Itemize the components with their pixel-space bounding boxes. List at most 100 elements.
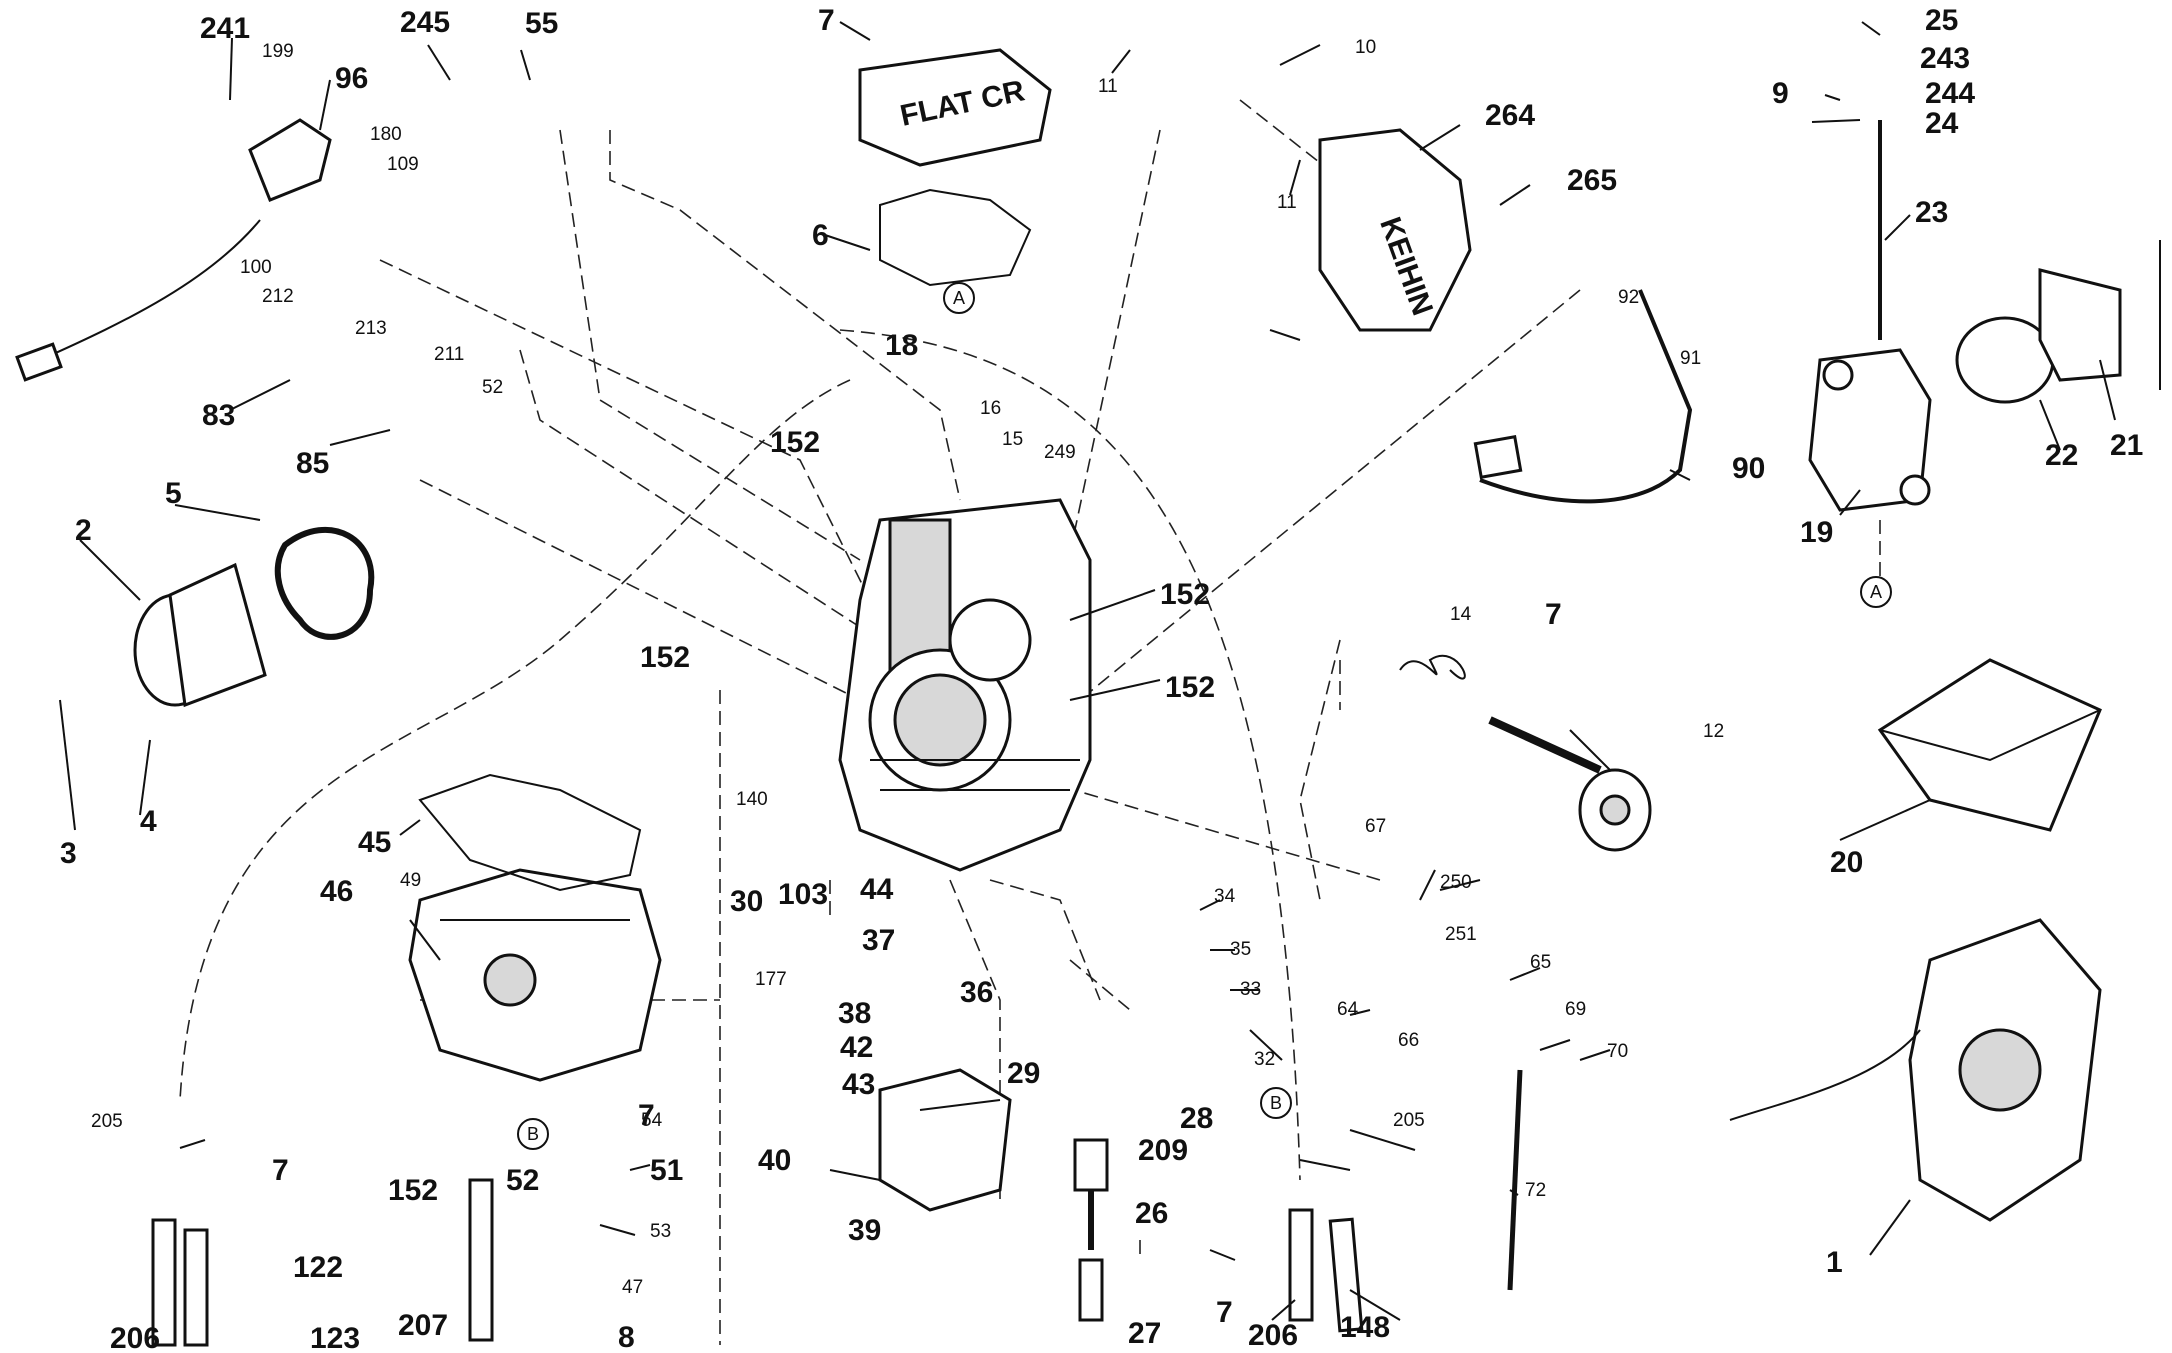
part-label-44: 44 — [860, 873, 894, 906]
part-label-66: 66 — [1398, 1030, 1419, 1051]
part-label-100: 100 — [240, 257, 272, 278]
part-label-35: 35 — [1230, 939, 1251, 960]
part-label-33: 33 — [1240, 979, 1261, 1000]
part-label-37: 37 — [862, 924, 895, 957]
part-label-25: 25 — [1925, 4, 1958, 37]
part-label-27: 27 — [1128, 1317, 1161, 1350]
part-label-23: 23 — [1915, 196, 1948, 229]
part-label-251: 251 — [1445, 924, 1477, 945]
part-label-152b: 152 — [640, 641, 690, 674]
part-label-152a: 152 — [770, 426, 820, 459]
part-label-69: 69 — [1565, 999, 1586, 1020]
part-label-140: 140 — [736, 789, 768, 810]
part-label-29: 29 — [1007, 1057, 1040, 1090]
float-bowl — [408, 868, 662, 1082]
part-label-18: 18 — [885, 329, 918, 362]
part-label-205b: 205 — [1393, 1110, 1425, 1131]
part-label-206a: 206 — [110, 1322, 160, 1353]
throttle-shaft — [1488, 716, 1652, 852]
part-label-209: 209 — [1138, 1134, 1188, 1167]
part-label-43: 43 — [842, 1068, 875, 1101]
part-label-1: 1 — [1826, 1246, 1843, 1279]
part-label-34: 34 — [1214, 886, 1236, 907]
part-label-22: 22 — [2045, 439, 2078, 472]
part-label-38: 38 — [838, 997, 871, 1030]
carburetor-body — [838, 498, 1092, 872]
part-label-96: 96 — [335, 62, 368, 95]
part-label-241: 241 — [200, 12, 250, 45]
idle-adjuster-cable — [1473, 289, 1693, 504]
float — [829, 1068, 1012, 1212]
part-label-7d: 7 — [272, 1154, 289, 1187]
part-label-243: 243 — [1920, 42, 1970, 75]
part-label-53: 53 — [650, 1221, 671, 1242]
hot-start-cable — [15, 118, 332, 382]
cap-gasket — [879, 188, 1032, 287]
part-label-206b: 206 — [1248, 1319, 1298, 1352]
part-label-26: 26 — [1135, 1197, 1168, 1230]
part-label-51: 51 — [650, 1154, 683, 1187]
part-label-24: 24 — [1925, 107, 1959, 140]
part-label-12: 12 — [1703, 721, 1724, 742]
part-label-122: 122 — [293, 1251, 343, 1284]
part-label-83: 83 — [202, 399, 235, 432]
part-label-49: 49 — [400, 870, 421, 891]
part-label-207: 207 — [398, 1309, 448, 1342]
part-label-65: 65 — [1530, 952, 1551, 973]
pump-diaphragm — [1955, 268, 2122, 404]
part-label-249: 249 — [1044, 442, 1076, 463]
part-label-3: 3 — [60, 837, 77, 870]
part-label-19: 19 — [1800, 516, 1833, 549]
part-label-7b: 7 — [1545, 598, 1562, 631]
part-label-205a: 205 — [91, 1111, 123, 1132]
part-label-211: 211 — [434, 344, 464, 365]
part-label-30: 30 — [730, 885, 763, 918]
part-label-245: 245 — [400, 6, 450, 39]
part-label-152c: 152 — [1160, 578, 1210, 611]
part-label-40: 40 — [758, 1144, 791, 1177]
part-label-109: 109 — [387, 154, 419, 175]
part-label-46: 46 — [320, 875, 353, 908]
part-label-264: 264 — [1485, 99, 1535, 132]
part-label-8: 8 — [618, 1321, 635, 1353]
part-label-15: 15 — [1002, 429, 1023, 450]
part-label-14: 14 — [1450, 604, 1472, 625]
part-label-16: 16 — [980, 398, 1001, 419]
part-label-2: 2 — [75, 514, 92, 547]
part-label-212: 212 — [262, 286, 294, 307]
part-label-250: 250 — [1440, 872, 1472, 893]
tool-pouch — [1877, 658, 2102, 832]
part-label-180: 180 — [370, 124, 402, 145]
accelerator-rod — [1507, 1069, 1523, 1291]
part-label-28: 28 — [1180, 1102, 1213, 1135]
part-label-70: 70 — [1607, 1041, 1628, 1062]
float-bowl-gasket — [418, 773, 642, 892]
part-label-7a: 7 — [818, 4, 835, 37]
part-label-67: 67 — [1365, 816, 1386, 837]
part-label-39: 39 — [848, 1214, 881, 1247]
funnel-oring — [274, 526, 375, 640]
part-label-244: 244 — [1925, 77, 1975, 110]
overflow-tubes — [151, 1178, 1364, 1347]
part-label-199: 199 — [262, 41, 294, 62]
callout-b-left: B — [527, 1124, 539, 1144]
part-label-92: 92 — [1618, 287, 1639, 308]
part-label-148: 148 — [1340, 1311, 1390, 1344]
part-label-32: 32 — [1254, 1049, 1275, 1070]
part-label-11a: 11 — [1098, 76, 1118, 97]
part-label-47: 47 — [622, 1277, 643, 1298]
part-label-42: 42 — [840, 1031, 873, 1064]
part-label-11b: 11 — [1277, 192, 1297, 213]
top-cap: FLAT CR — [858, 48, 1052, 167]
leader-lines — [59, 21, 2116, 1321]
callout-a-top: A — [953, 288, 965, 308]
throttle-spring — [1399, 654, 1466, 680]
part-label-85: 85 — [296, 447, 329, 480]
part-label-6: 6 — [812, 219, 829, 252]
callout-b-right: B — [1270, 1093, 1282, 1113]
part-label-55: 55 — [525, 7, 558, 40]
complete-assembly — [1729, 918, 2102, 1222]
part-label-152e: 152 — [388, 1174, 438, 1207]
part-label-20: 20 — [1830, 846, 1863, 879]
